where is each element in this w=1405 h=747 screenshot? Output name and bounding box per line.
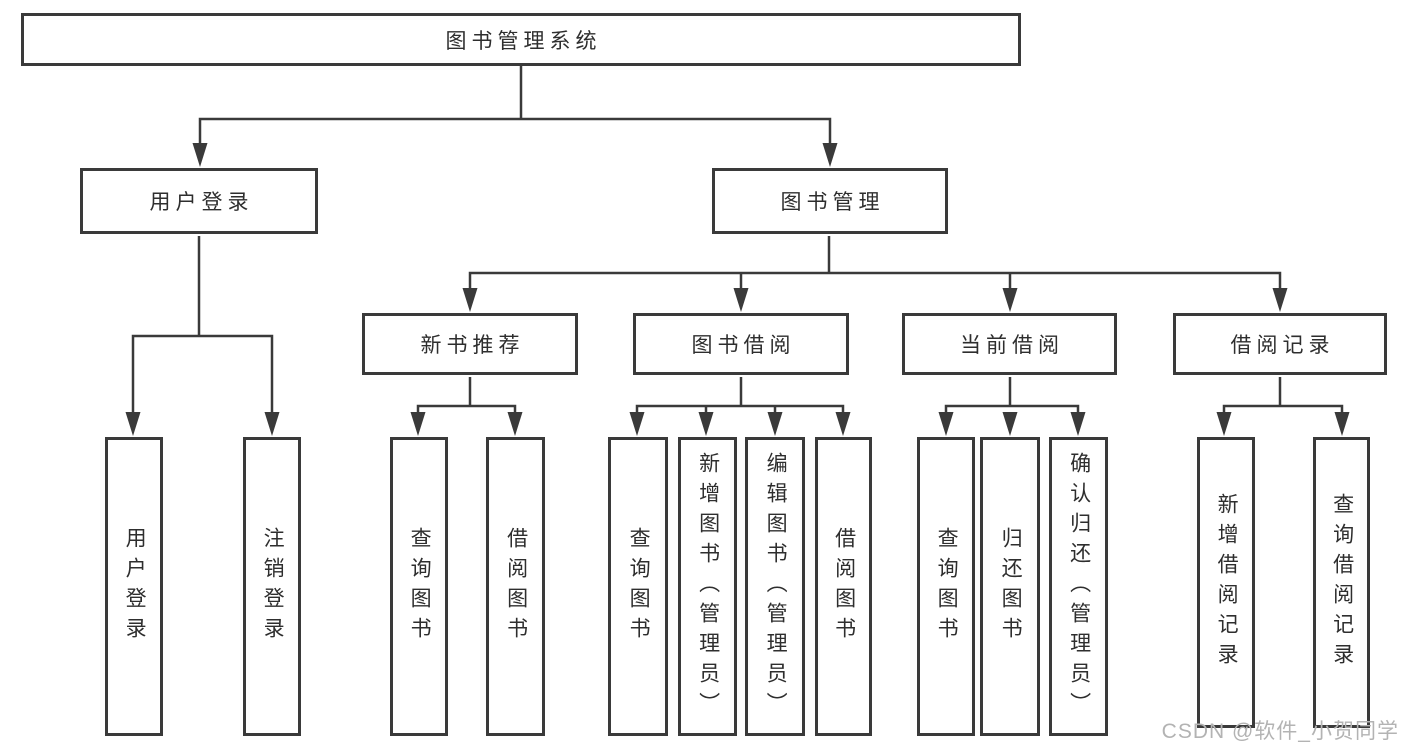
node-label: 图书管理系统 — [445, 29, 602, 53]
leaf-label: 用户登录 — [123, 526, 147, 647]
node-book-borrow: 图书借阅 — [633, 313, 849, 375]
arrowheads — [125, 143, 1350, 436]
leaf-borrow-books-recommend: 借阅图书 — [486, 437, 545, 736]
node-label: 图书借阅 — [691, 334, 796, 357]
leaf-add-borrow-record: 新增借阅记录 — [1197, 437, 1255, 728]
node-book-management: 图书管理 — [712, 168, 948, 234]
node-label: 当前借阅 — [960, 334, 1064, 357]
leaf-logout: 注销登录 — [243, 437, 301, 736]
connector-new-book-children — [416, 377, 517, 414]
node-label: 用户登录 — [149, 191, 254, 214]
leaf-label: 确认归还（管理员） — [1067, 451, 1091, 722]
node-label: 新书推荐 — [420, 334, 525, 357]
node-label: 借阅记录 — [1230, 334, 1335, 357]
connector-book-borrow-children — [635, 377, 845, 414]
connector-user-login-children — [131, 236, 274, 414]
leaf-label: 注销登录 — [261, 526, 285, 647]
leaf-label: 借阅图书 — [832, 526, 856, 647]
leaf-label: 归还图书 — [999, 526, 1023, 647]
leaf-label: 新增借阅记录 — [1215, 492, 1239, 673]
node-label: 图书管理 — [780, 191, 885, 214]
leaf-add-books-admin: 新增图书（管理员） — [678, 437, 737, 736]
leaf-edit-books-admin: 编辑图书（管理员） — [745, 437, 805, 736]
connector-borrow-record-children — [1222, 377, 1344, 414]
connector-current-borrow-children — [944, 377, 1080, 414]
node-new-book-recommend: 新书推荐 — [362, 313, 578, 375]
leaf-label: 查询图书 — [627, 526, 651, 647]
node-borrow-records: 借阅记录 — [1173, 313, 1387, 375]
csdn-watermark: CSDN @软件_小贺同学 — [1161, 720, 1399, 743]
leaf-query-books-borrow: 查询图书 — [608, 437, 668, 736]
leaf-label: 查询图书 — [408, 526, 432, 647]
connector-root-to-level2 — [198, 66, 832, 145]
leaf-label: 查询借阅记录 — [1330, 492, 1354, 673]
node-current-borrow: 当前借阅 — [902, 313, 1117, 375]
node-user-login: 用户登录 — [80, 168, 318, 234]
leaf-label: 编辑图书（管理员） — [764, 451, 788, 722]
connector-book-management-children — [468, 236, 1282, 290]
leaf-confirm-return-admin: 确认归还（管理员） — [1049, 437, 1108, 736]
leaf-label: 查询图书 — [935, 526, 959, 647]
leaf-query-books-recommend: 查询图书 — [390, 437, 448, 736]
leaf-label: 新增图书（管理员） — [696, 451, 720, 722]
leaf-query-borrow-record: 查询借阅记录 — [1313, 437, 1370, 728]
leaf-query-books-current: 查询图书 — [917, 437, 975, 736]
leaf-return-books: 归还图书 — [980, 437, 1040, 736]
node-library-management-system: 图书管理系统 — [21, 13, 1021, 66]
leaf-user-login: 用户登录 — [105, 437, 163, 736]
leaf-borrow-books: 借阅图书 — [815, 437, 872, 736]
leaf-label: 借阅图书 — [504, 526, 528, 647]
